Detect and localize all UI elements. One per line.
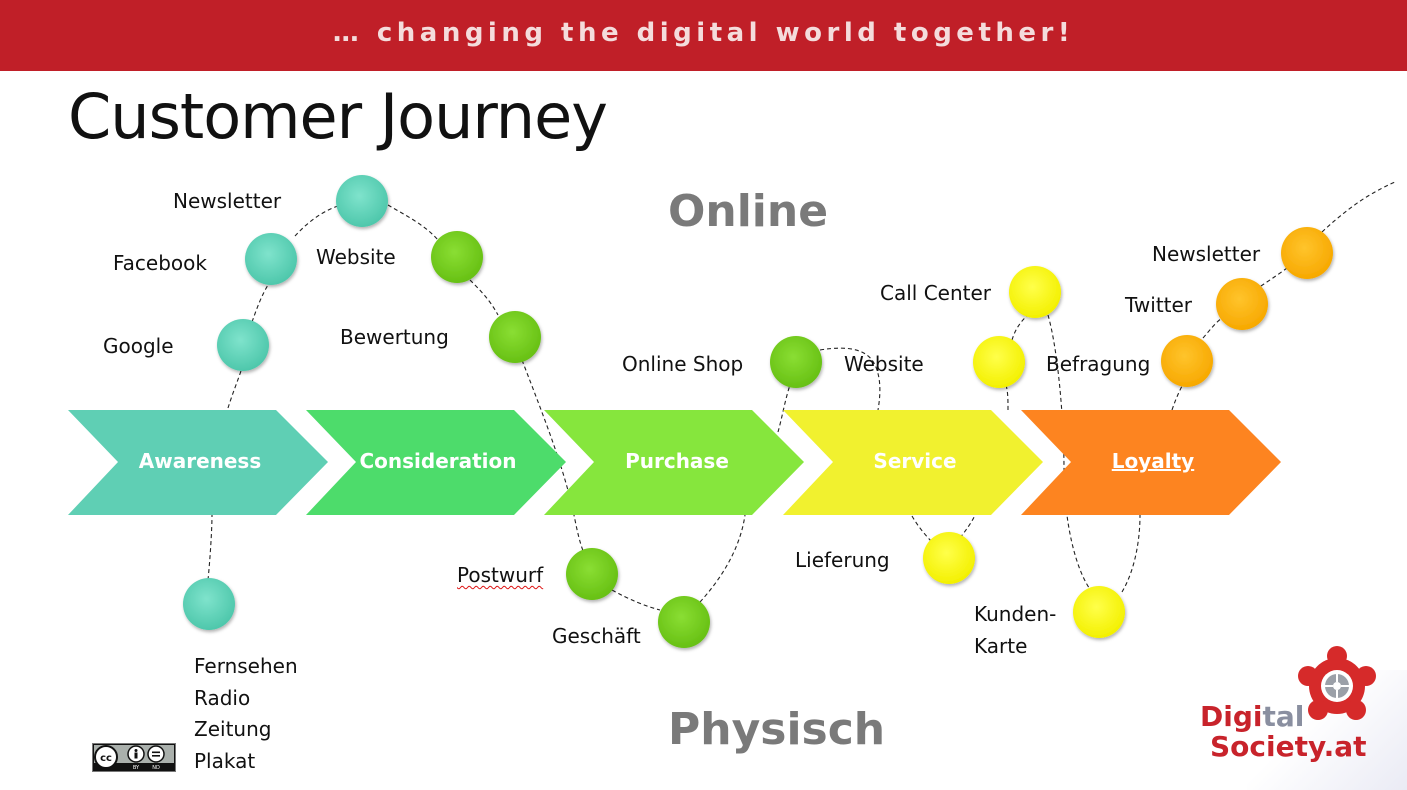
cc-mark: cc — [100, 753, 112, 764]
node-lieferung — [923, 532, 975, 584]
node-befragung — [1161, 335, 1213, 387]
cc-by-text: BY — [133, 765, 140, 771]
label-radio: Radio — [194, 686, 251, 710]
logo-word-digital: Digital — [1200, 700, 1305, 733]
node-newsletter-2 — [1281, 227, 1333, 279]
label-facebook: Facebook — [113, 251, 207, 275]
stage-chevrons: Awareness Consideration Purchase Service… — [68, 410, 1281, 515]
node-twitter — [1216, 278, 1268, 330]
stage-label-consideration: Consideration — [359, 449, 516, 473]
stage-purchase — [544, 410, 804, 515]
label-call-center: Call Center — [880, 281, 992, 305]
touchpoint-nodes — [183, 175, 1333, 648]
node-google — [217, 319, 269, 371]
label-plakat: Plakat — [194, 749, 256, 773]
label-newsletter-1: Newsletter — [173, 189, 282, 213]
label-website-1: Website — [316, 245, 396, 269]
label-google: Google — [103, 334, 174, 358]
label-postwurf: Postwurf — [457, 563, 544, 587]
stage-label-loyalty: Loyalty — [1112, 449, 1194, 473]
node-newsletter-1 — [336, 175, 388, 227]
stage-label-purchase: Purchase — [625, 449, 729, 473]
logo-word-society: Society.at — [1210, 730, 1367, 763]
cc-nd-text: ND — [152, 765, 160, 771]
label-bewertung: Bewertung — [340, 325, 449, 349]
label-online-shop: Online Shop — [622, 352, 744, 376]
stage-awareness — [68, 410, 328, 515]
node-postwurf — [566, 548, 618, 600]
header-banner: … changing the digital world together! — [0, 0, 1407, 71]
node-website-1 — [431, 231, 483, 283]
stage-label-awareness: Awareness — [139, 449, 262, 473]
label-website-2: Website — [844, 352, 924, 376]
node-online-shop — [770, 336, 822, 388]
node-facebook — [245, 233, 297, 285]
cc-license-badge[interactable]: cc BY ND — [92, 743, 176, 772]
node-kundenkarte — [1073, 586, 1125, 638]
stage-loyalty — [1021, 410, 1281, 515]
stage-consideration — [306, 410, 566, 515]
cc-by-nd-icon: cc BY ND — [94, 745, 174, 771]
node-website-2 — [973, 336, 1025, 388]
stage-service — [783, 410, 1043, 515]
label-newsletter-2: Newsletter — [1152, 242, 1261, 266]
label-geschaeft: Geschäft — [552, 624, 641, 648]
node-fernsehen — [183, 578, 235, 630]
label-lieferung: Lieferung — [795, 548, 890, 572]
banner-slogan: … changing the digital world together! — [332, 18, 1075, 48]
label-zeitung: Zeitung — [194, 717, 272, 741]
gear-globe-icon — [1298, 646, 1376, 720]
online-region-label: Online — [668, 186, 829, 237]
label-twitter: Twitter — [1125, 293, 1193, 317]
label-kundenkarte-line1: Kunden- — [974, 602, 1057, 626]
node-bewertung — [489, 311, 541, 363]
label-fernsehen: Fernsehen — [194, 654, 298, 678]
stage-label-service: Service — [873, 449, 956, 473]
label-kundenkarte-line2: Karte — [974, 634, 1028, 658]
slide-title: Customer Journey — [68, 80, 608, 153]
node-call-center — [1009, 266, 1061, 318]
physical-region-label: Physisch — [668, 704, 886, 755]
node-geschaeft — [658, 596, 710, 648]
label-befragung: Befragung — [1046, 352, 1151, 376]
